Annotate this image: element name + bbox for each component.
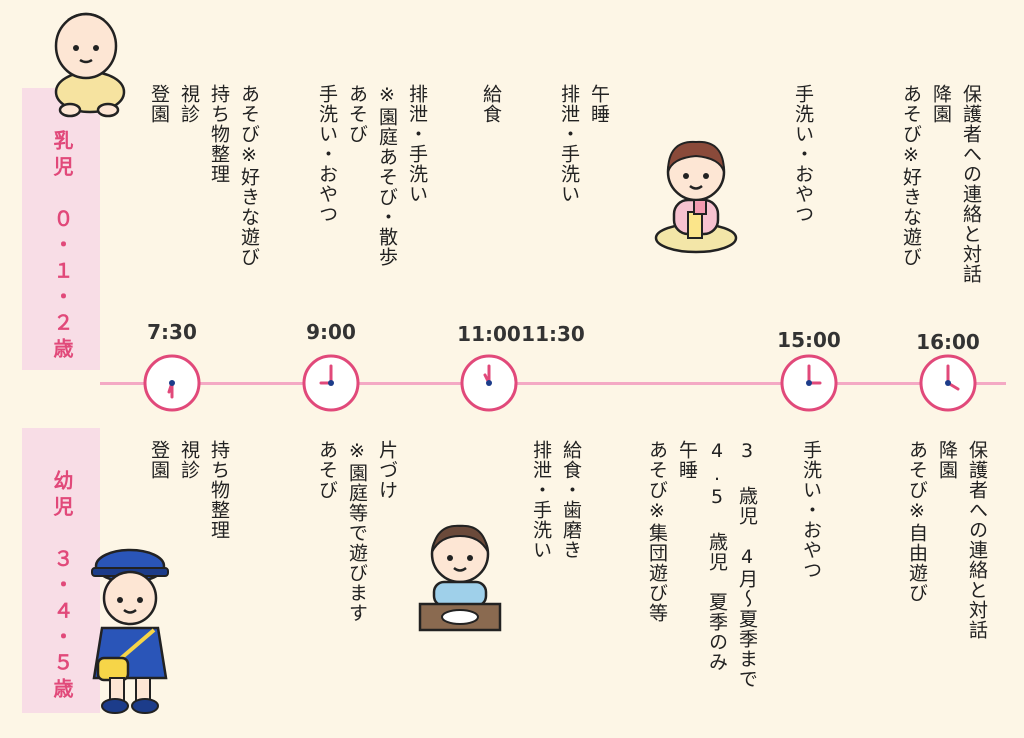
child-row-band: 幼児 ３・４・５歳 — [22, 428, 100, 713]
infant-step-handwash-snack-morning: 手洗い・おやつ — [316, 84, 338, 224]
infant-step-belongings: 持ち物整理 — [208, 84, 230, 184]
child-step-departure: 降園 — [936, 440, 958, 480]
child-step-garden-play: ※園庭等で遊びます — [346, 440, 368, 623]
child-step-parent-talk: 保護者への連絡と対話 — [966, 440, 988, 640]
child-step-nap-45: 4.5 歳児 夏季のみ — [706, 440, 728, 672]
child-step-toilet-handwash: 排泄・手洗い — [530, 440, 552, 560]
infant-row-label: 乳児 ０・１・２歳 — [50, 130, 74, 364]
child-step-nap-3: 3 歳児 4月～夏季まで — [736, 440, 758, 689]
child-step-health-check: 視診 — [178, 440, 200, 480]
child-step-belongings: 持ち物整理 — [208, 440, 230, 540]
time-label-0900: 9:00 — [306, 320, 356, 344]
infant-step-nap: 午睡 — [588, 84, 610, 124]
baby-crawling-illustration — [54, 12, 126, 118]
time-label-0730: 7:30 — [147, 320, 197, 344]
infant-step-free-play-pm: あそび※好きな遊び — [900, 84, 922, 267]
infant-step-garden-walk: ※園庭あそび・散歩 — [376, 84, 398, 267]
child-step-group-play: あそび※集団遊び等 — [646, 440, 668, 623]
infant-step-handwash-snack: 手洗い・おやつ — [792, 84, 814, 224]
child-step-arrival: 登園 — [148, 440, 170, 480]
toddler-blocks-illustration — [654, 140, 738, 254]
time-label-1130: 11:30 — [521, 322, 585, 346]
time-label-1100: 11:00 — [457, 322, 521, 346]
child-step-lunch-teeth: 給食・歯磨き — [560, 440, 582, 560]
child-step-free-play: あそび※自由遊び — [906, 440, 928, 603]
infant-step-arrival: 登園 — [148, 84, 170, 124]
clock-icon — [459, 353, 519, 413]
time-label-1600: 16:00 — [916, 330, 980, 354]
time-label-1500: 15:00 — [777, 328, 841, 352]
clock-icon — [301, 353, 361, 413]
infant-row-band: 乳児 ０・１・２歳 — [22, 88, 100, 370]
clock-icon — [918, 353, 978, 413]
infant-step-play: あそび — [346, 84, 368, 144]
clock-icon — [779, 353, 839, 413]
child-step-tidy-up: 片づけ — [376, 440, 398, 500]
infant-step-lunch: 給食 — [480, 84, 502, 124]
infant-step-parent-talk: 保護者への連絡と対話 — [960, 84, 982, 284]
kindergartener-uniform-illustration — [91, 548, 169, 714]
infant-step-toilet-handwash-2: 排泄・手洗い — [558, 84, 580, 204]
child-lunch-illustration — [418, 524, 502, 632]
infant-step-free-play: あそび※好きな遊び — [238, 84, 260, 267]
infant-step-health-check: 視診 — [178, 84, 200, 124]
clock-icon — [142, 353, 202, 413]
infant-step-departure: 降園 — [930, 84, 952, 124]
child-step-handwash-snack: 手洗い・おやつ — [800, 440, 822, 580]
child-step-nap: 午睡 — [676, 440, 698, 480]
infant-step-toilet-handwash: 排泄・手洗い — [406, 84, 428, 204]
child-row-label: 幼児 ３・４・５歳 — [50, 470, 74, 704]
timeline — [100, 382, 1006, 385]
child-step-play: あそび — [316, 440, 338, 500]
